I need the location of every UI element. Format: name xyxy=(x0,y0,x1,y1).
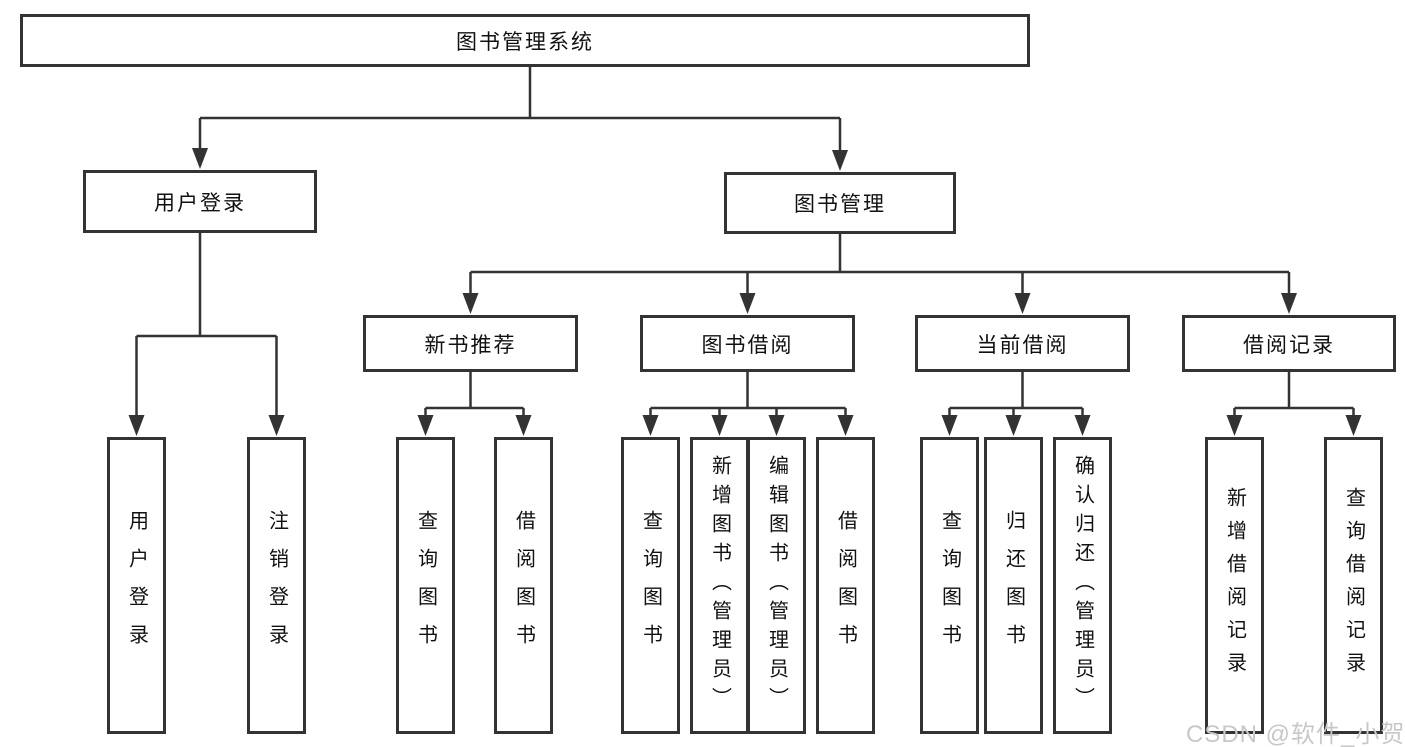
node-label: 归还图书 xyxy=(1002,509,1025,662)
leaf-logout: 注销登录 xyxy=(247,437,306,734)
node-label: 用户登录 xyxy=(125,509,148,662)
leaf-borrow-books-recommend: 借阅图书 xyxy=(494,437,553,734)
node-new-book-recommend: 新书推荐 xyxy=(363,315,578,372)
leaf-borrow-books-borrowing: 借阅图书 xyxy=(816,437,875,734)
leaf-edit-book-admin: 编辑图书（管理员） xyxy=(747,437,806,734)
node-current-borrowing: 当前借阅 xyxy=(915,315,1130,372)
node-label: 注销登录 xyxy=(265,509,288,662)
csdn-watermark: CSDN @软件_小贺同学 xyxy=(1186,721,1405,747)
leaf-add-borrow-record: 新增借阅记录 xyxy=(1205,437,1264,734)
node-user-login: 用户登录 xyxy=(83,170,317,233)
node-label: 用户登录 xyxy=(154,191,246,215)
arrowheads xyxy=(128,148,1362,436)
leaf-query-books-recommend: 查询图书 xyxy=(396,437,455,734)
leaf-query-borrow-record: 查询借阅记录 xyxy=(1324,437,1383,734)
node-label: 借阅图书 xyxy=(834,509,857,662)
node-label: 确认归还（管理员） xyxy=(1071,455,1094,716)
leaf-query-books-borrowing: 查询图书 xyxy=(621,437,680,734)
node-label: 查询图书 xyxy=(414,509,437,662)
leaf-user-login: 用户登录 xyxy=(107,437,166,734)
node-label: 当前借阅 xyxy=(976,333,1069,357)
node-label: 查询图书 xyxy=(938,509,961,662)
node-label: 新增图书（管理员） xyxy=(708,455,731,716)
node-label: 新书推荐 xyxy=(424,333,517,357)
node-label: 图书管理系统 xyxy=(456,30,594,54)
leaf-query-books-current: 查询图书 xyxy=(920,437,979,734)
node-label: 借阅记录 xyxy=(1243,333,1335,357)
node-book-management: 图书管理 xyxy=(724,172,956,234)
node-label: 图书借阅 xyxy=(701,333,794,357)
node-label: 查询图书 xyxy=(639,509,662,662)
node-label: 借阅图书 xyxy=(512,509,535,662)
node-label: 新增借阅记录 xyxy=(1223,486,1246,685)
node-label: 图书管理 xyxy=(794,193,886,216)
node-library-management-system: 图书管理系统 xyxy=(20,14,1030,67)
node-label: 查询借阅记录 xyxy=(1342,486,1365,685)
node-borrow-records: 借阅记录 xyxy=(1182,315,1396,372)
node-label: 编辑图书（管理员） xyxy=(765,455,788,716)
leaf-add-book-admin: 新增图书（管理员） xyxy=(690,437,749,734)
leaf-confirm-return-admin: 确认归还（管理员） xyxy=(1053,437,1112,734)
leaf-return-book: 归还图书 xyxy=(984,437,1043,734)
node-book-borrowing: 图书借阅 xyxy=(640,315,855,372)
